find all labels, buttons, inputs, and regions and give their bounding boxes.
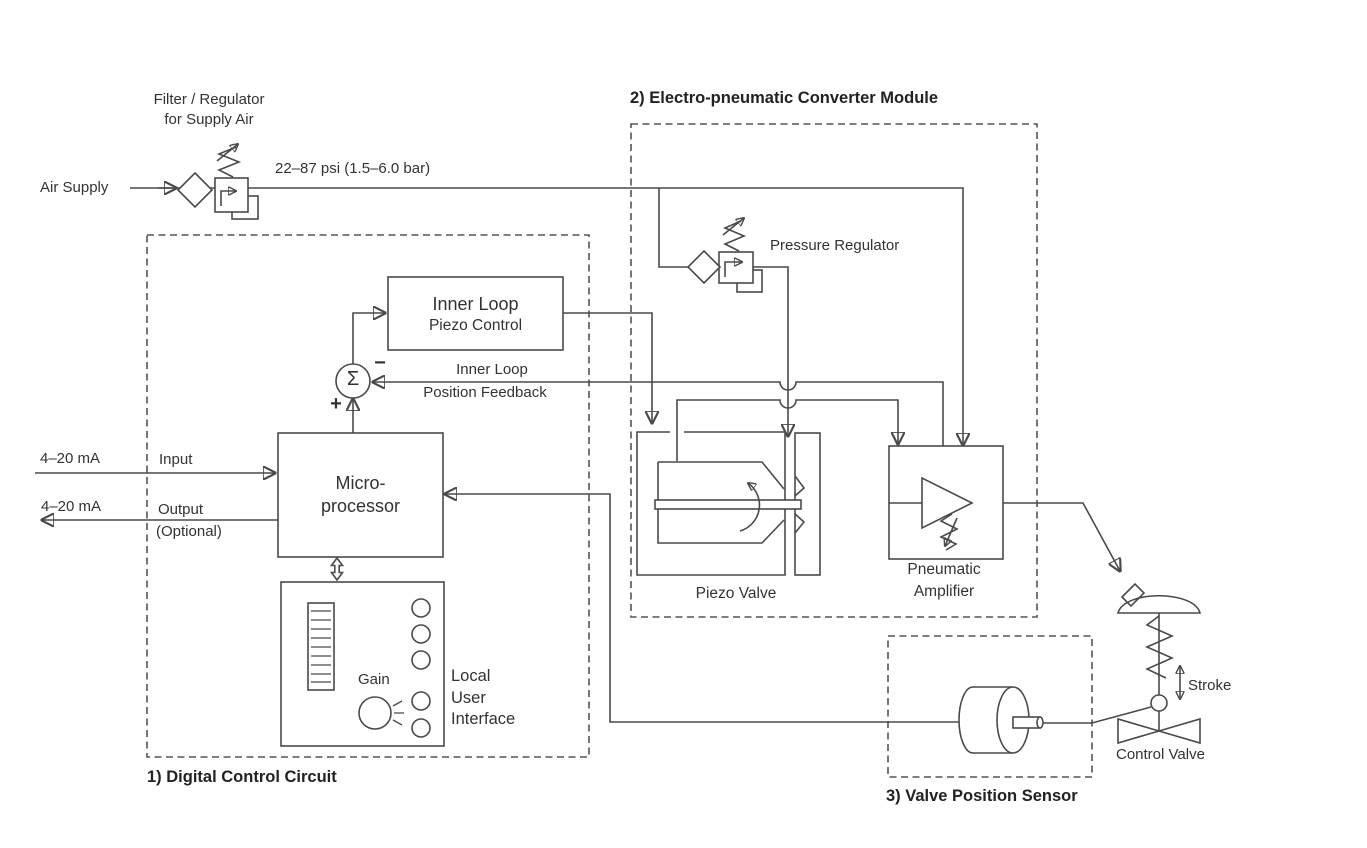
piezo-outer-housing bbox=[636, 431, 786, 576]
bidirectional-arrow-icon bbox=[329, 556, 345, 582]
button-icon bbox=[411, 598, 431, 618]
summing-to-innerloop-line bbox=[352, 313, 385, 364]
pressure-regulator-label: Pressure Regulator bbox=[770, 237, 900, 254]
sensor-feedback-line bbox=[445, 494, 962, 723]
filter-regulator-label: Filter / Regulator for Supply Air bbox=[139, 90, 279, 130]
regulator-body bbox=[214, 177, 249, 213]
section1-title: 1) Digital Control Circuit bbox=[147, 768, 337, 786]
regulator-body bbox=[718, 251, 754, 284]
filter-regulator-label-line1: Filter / Regulator bbox=[153, 91, 265, 108]
spring-symbol bbox=[722, 220, 747, 252]
pneumatic-amplifier-symbol bbox=[888, 445, 1004, 560]
filter-regulator-symbol bbox=[176, 144, 259, 220]
output-label: Output bbox=[158, 501, 204, 518]
drum-body-edges bbox=[973, 686, 1013, 754]
section2-title: 2) Electro-pneumatic Converter Module bbox=[630, 89, 939, 107]
pneumatic-amplifier-line1: Pneumatic bbox=[907, 561, 981, 578]
input-current-label: 4–20 mA bbox=[40, 450, 101, 467]
microprocessor-label: Micro- processor bbox=[279, 434, 442, 556]
stem-connector-ball bbox=[1150, 694, 1168, 712]
button-icon bbox=[411, 650, 431, 670]
spring-adjust-arrow bbox=[216, 144, 238, 162]
lui-label-line2: User bbox=[451, 688, 486, 707]
sensor-shaft-tip bbox=[1036, 716, 1044, 729]
plus-sign: + bbox=[330, 393, 342, 415]
air-supply-line bbox=[130, 187, 963, 445]
inner-loop-box-label: Inner Loop Piezo Control bbox=[389, 278, 562, 349]
regulator-branch-line bbox=[658, 188, 688, 268]
position-feedback-line bbox=[373, 382, 944, 446]
piezo-valve-label: Piezo Valve bbox=[695, 585, 777, 602]
sensor-shaft bbox=[1012, 716, 1041, 729]
pressure-regulator-symbol bbox=[686, 218, 763, 293]
air-supply-label: Air Supply bbox=[40, 179, 109, 196]
lui-label: Local User Interface bbox=[451, 666, 515, 731]
amplifier-triangle-icon bbox=[921, 476, 974, 530]
lui-label-line1: Local bbox=[451, 667, 491, 685]
button-icon bbox=[411, 718, 431, 738]
minus-sign: − bbox=[374, 352, 386, 374]
sigma-symbol: Σ bbox=[346, 368, 360, 390]
output-note-label: (Optional) bbox=[156, 523, 222, 540]
piezo-bender-beam bbox=[654, 499, 802, 510]
nozzle-notch-upper bbox=[794, 475, 806, 497]
stroke-label: Stroke bbox=[1188, 677, 1232, 694]
pressure-range-label: 22–87 psi (1.5–6.0 bar) bbox=[275, 160, 431, 177]
sensor-link-line bbox=[1040, 706, 1152, 724]
actuator-connector bbox=[1120, 582, 1146, 608]
microprocessor-box bbox=[277, 432, 444, 558]
position-sensor-drum bbox=[958, 686, 1044, 754]
nozzle-notch-lower bbox=[794, 513, 806, 534]
rotation-arrow-icon bbox=[739, 483, 761, 532]
control-valve-label: Control Valve bbox=[1116, 746, 1205, 763]
spring-symbol bbox=[939, 513, 959, 551]
piezo-valve-symbol bbox=[636, 431, 821, 576]
section3-title: 3) Valve Position Sensor bbox=[886, 787, 1078, 805]
control-valve-symbol bbox=[1116, 582, 1202, 745]
digital-control-circuit-boundary bbox=[146, 234, 590, 758]
gain-label: Gain bbox=[358, 671, 390, 688]
button-icon bbox=[411, 624, 431, 644]
spring-adjust-arrow bbox=[945, 517, 958, 546]
inner-loop-box bbox=[387, 276, 564, 351]
output-current-label: 4–20 mA bbox=[41, 498, 102, 515]
actuator-diaphragm bbox=[1116, 595, 1202, 614]
valve-body-right bbox=[1156, 717, 1201, 745]
summing-junction bbox=[335, 363, 371, 399]
feedback-label-line2: Position Feedback bbox=[423, 384, 547, 401]
valve-body-left bbox=[1117, 717, 1162, 745]
regulator-output-line bbox=[753, 266, 788, 436]
knob-tick-marks bbox=[392, 700, 404, 726]
feedback-label-line1: Inner Loop bbox=[456, 361, 528, 378]
inner-loop-box-line2: Piezo Control bbox=[428, 316, 523, 334]
lui-label-line3: Interface bbox=[451, 710, 516, 728]
display-segments bbox=[311, 610, 331, 683]
pneumatic-amplifier-line2: Amplifier bbox=[913, 583, 975, 600]
regulator-flow-arrow bbox=[724, 262, 742, 277]
piezo-to-amplifier-line bbox=[676, 399, 898, 461]
filter-diamond-icon bbox=[176, 171, 214, 209]
piezo-drive-line bbox=[563, 312, 652, 423]
filter-regulator-label-line2: for Supply Air bbox=[164, 111, 254, 128]
gain-knob-icon bbox=[358, 696, 392, 730]
microprocessor-line2: processor bbox=[320, 496, 401, 516]
regulator-flow-arrow bbox=[220, 191, 236, 206]
inner-loop-box-line1: Inner Loop bbox=[432, 293, 519, 314]
spring-adjust-arrow bbox=[722, 218, 744, 236]
actuator-spring bbox=[1145, 615, 1174, 679]
spring-symbol bbox=[216, 146, 242, 178]
input-label: Input bbox=[159, 451, 193, 468]
pneumatic-amplifier-label: Pneumatic Amplifier bbox=[884, 559, 1004, 603]
button-icon bbox=[411, 691, 431, 711]
microprocessor-line1: Micro- bbox=[335, 473, 386, 493]
amplifier-output-line bbox=[972, 502, 1120, 571]
filter-diamond-icon bbox=[686, 249, 722, 285]
local-user-interface bbox=[280, 556, 445, 747]
